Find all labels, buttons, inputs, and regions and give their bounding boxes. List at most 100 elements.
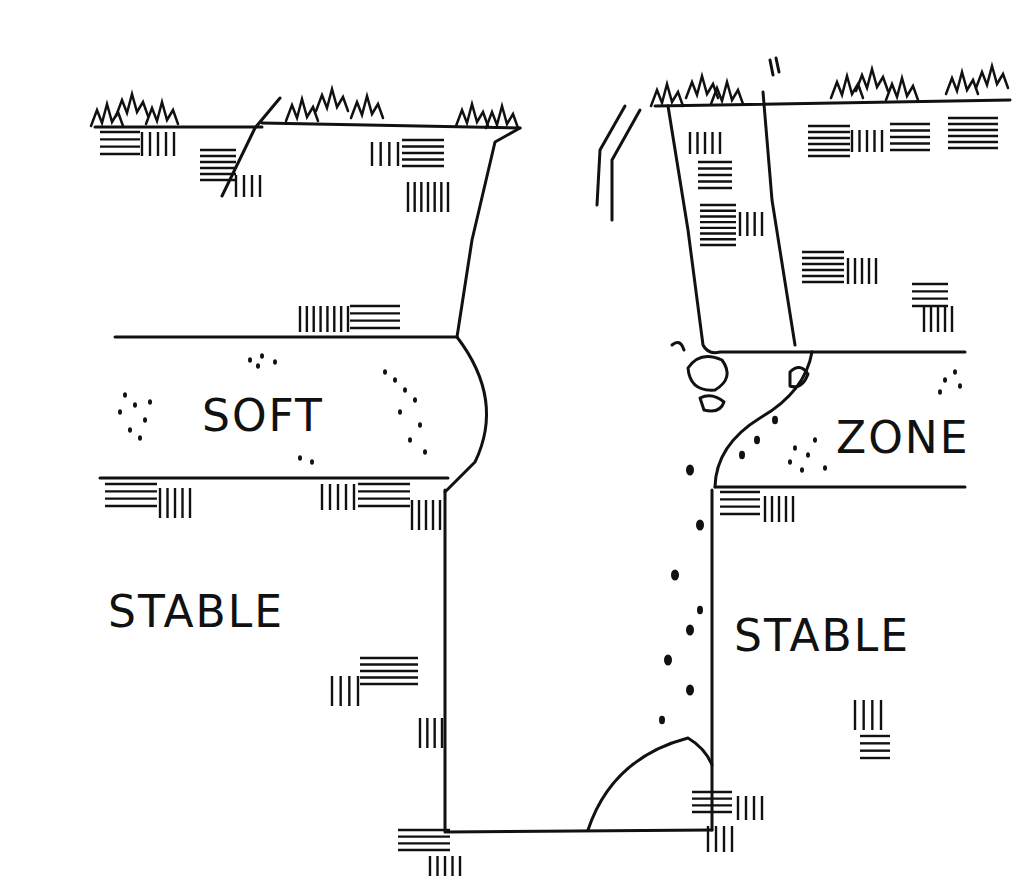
hatch-line <box>890 142 930 144</box>
trench-wall <box>711 490 714 830</box>
hatch-line <box>707 826 709 852</box>
soil-hatch <box>852 130 882 152</box>
hatch-line <box>700 227 736 229</box>
hatch-line <box>881 130 883 152</box>
hatch-line <box>181 488 183 518</box>
hatch-line <box>700 238 736 240</box>
soil-hatch <box>360 658 418 684</box>
hatch-line <box>348 676 350 706</box>
hatch-line <box>243 175 245 197</box>
hatch-line <box>447 182 449 212</box>
hatch-line <box>360 670 418 672</box>
hatch-line <box>200 173 236 175</box>
stable-label: STABLE <box>108 588 284 636</box>
hatch-line <box>948 141 998 143</box>
hatch-line <box>413 182 415 212</box>
hatch-line <box>764 496 766 522</box>
hatch-line <box>890 123 930 125</box>
hatch-line <box>439 500 441 530</box>
hatch-line <box>427 182 429 212</box>
hatch-line <box>739 212 741 236</box>
hatch-line <box>429 856 431 876</box>
hatch-line <box>890 129 930 131</box>
hatch-line <box>854 700 856 730</box>
trench-wall <box>445 490 712 832</box>
hatch-line <box>402 158 444 160</box>
hatch-line <box>350 305 400 307</box>
hatch-line <box>402 139 444 141</box>
soil-particle <box>686 624 694 635</box>
hatch-line <box>802 263 844 265</box>
hatch-line <box>360 683 418 685</box>
hatch-line <box>802 269 844 271</box>
soil-hatch <box>142 132 174 156</box>
hatch-line <box>200 149 236 151</box>
soil-particle <box>697 606 703 614</box>
hatch-line <box>398 849 450 851</box>
hatch-line <box>912 290 948 292</box>
hatch-line <box>388 142 390 166</box>
rubble-pile <box>588 738 712 830</box>
hatch-line <box>441 718 443 748</box>
soil-hatch <box>200 150 236 180</box>
hatch-line <box>692 804 732 806</box>
soil-hatch <box>848 258 876 284</box>
hatch-line <box>871 700 873 730</box>
hatch-line <box>698 174 732 176</box>
hatch-line <box>398 842 450 844</box>
hatch-line <box>105 483 157 485</box>
hatch-line <box>860 735 890 737</box>
grass-tuft <box>316 89 348 111</box>
hatch-line <box>149 132 151 156</box>
soil-particle <box>739 451 745 459</box>
hatch-line <box>402 165 444 167</box>
hatch-line <box>692 811 732 813</box>
layer-boundary <box>100 477 448 480</box>
hatch-line <box>861 258 863 284</box>
boulder <box>688 356 727 390</box>
hatch-line <box>350 327 400 329</box>
soil-hatch <box>700 205 736 245</box>
hatch-line <box>873 130 875 152</box>
hatch-line <box>700 244 736 246</box>
soil-hatch <box>855 700 881 730</box>
hatch-line <box>700 210 736 212</box>
hatch-line <box>345 484 347 510</box>
hatch-line <box>141 132 143 156</box>
hatch-line <box>761 212 763 236</box>
soil-particle <box>813 437 817 443</box>
hatch-line <box>880 700 882 730</box>
hatch-line <box>200 161 236 163</box>
hatch-line <box>347 306 349 332</box>
hatch-line <box>326 306 328 332</box>
hatch-line <box>761 796 763 820</box>
hatch-line <box>426 718 428 748</box>
hatch-line <box>700 204 736 206</box>
soil-particle <box>393 377 397 383</box>
hatch-line <box>745 796 747 820</box>
hatch-line <box>868 258 870 284</box>
soil-hatch <box>690 132 720 154</box>
hatch-line <box>858 130 860 152</box>
soil-hatch <box>408 182 448 212</box>
trench-wall <box>457 128 520 337</box>
hatch-line <box>802 257 844 259</box>
soil-particle <box>398 409 402 415</box>
hatch-line <box>862 700 864 730</box>
boulder <box>700 396 724 411</box>
hatch-line <box>100 153 140 155</box>
soil-particle <box>383 369 387 375</box>
hatch-line <box>704 132 706 154</box>
hatch-line <box>313 306 315 332</box>
soil-hatch <box>350 306 400 328</box>
hatch-line <box>100 138 140 140</box>
zone-label: SOFT <box>202 392 324 440</box>
hatch-line <box>331 676 333 706</box>
hatch-line <box>105 490 157 492</box>
soil-particle <box>958 383 962 389</box>
grass-tuft <box>976 66 1008 88</box>
grass-tuft <box>116 94 148 116</box>
hatch-line <box>418 500 420 530</box>
zone-label: ZONE <box>836 414 970 462</box>
soil-particle <box>788 459 792 465</box>
